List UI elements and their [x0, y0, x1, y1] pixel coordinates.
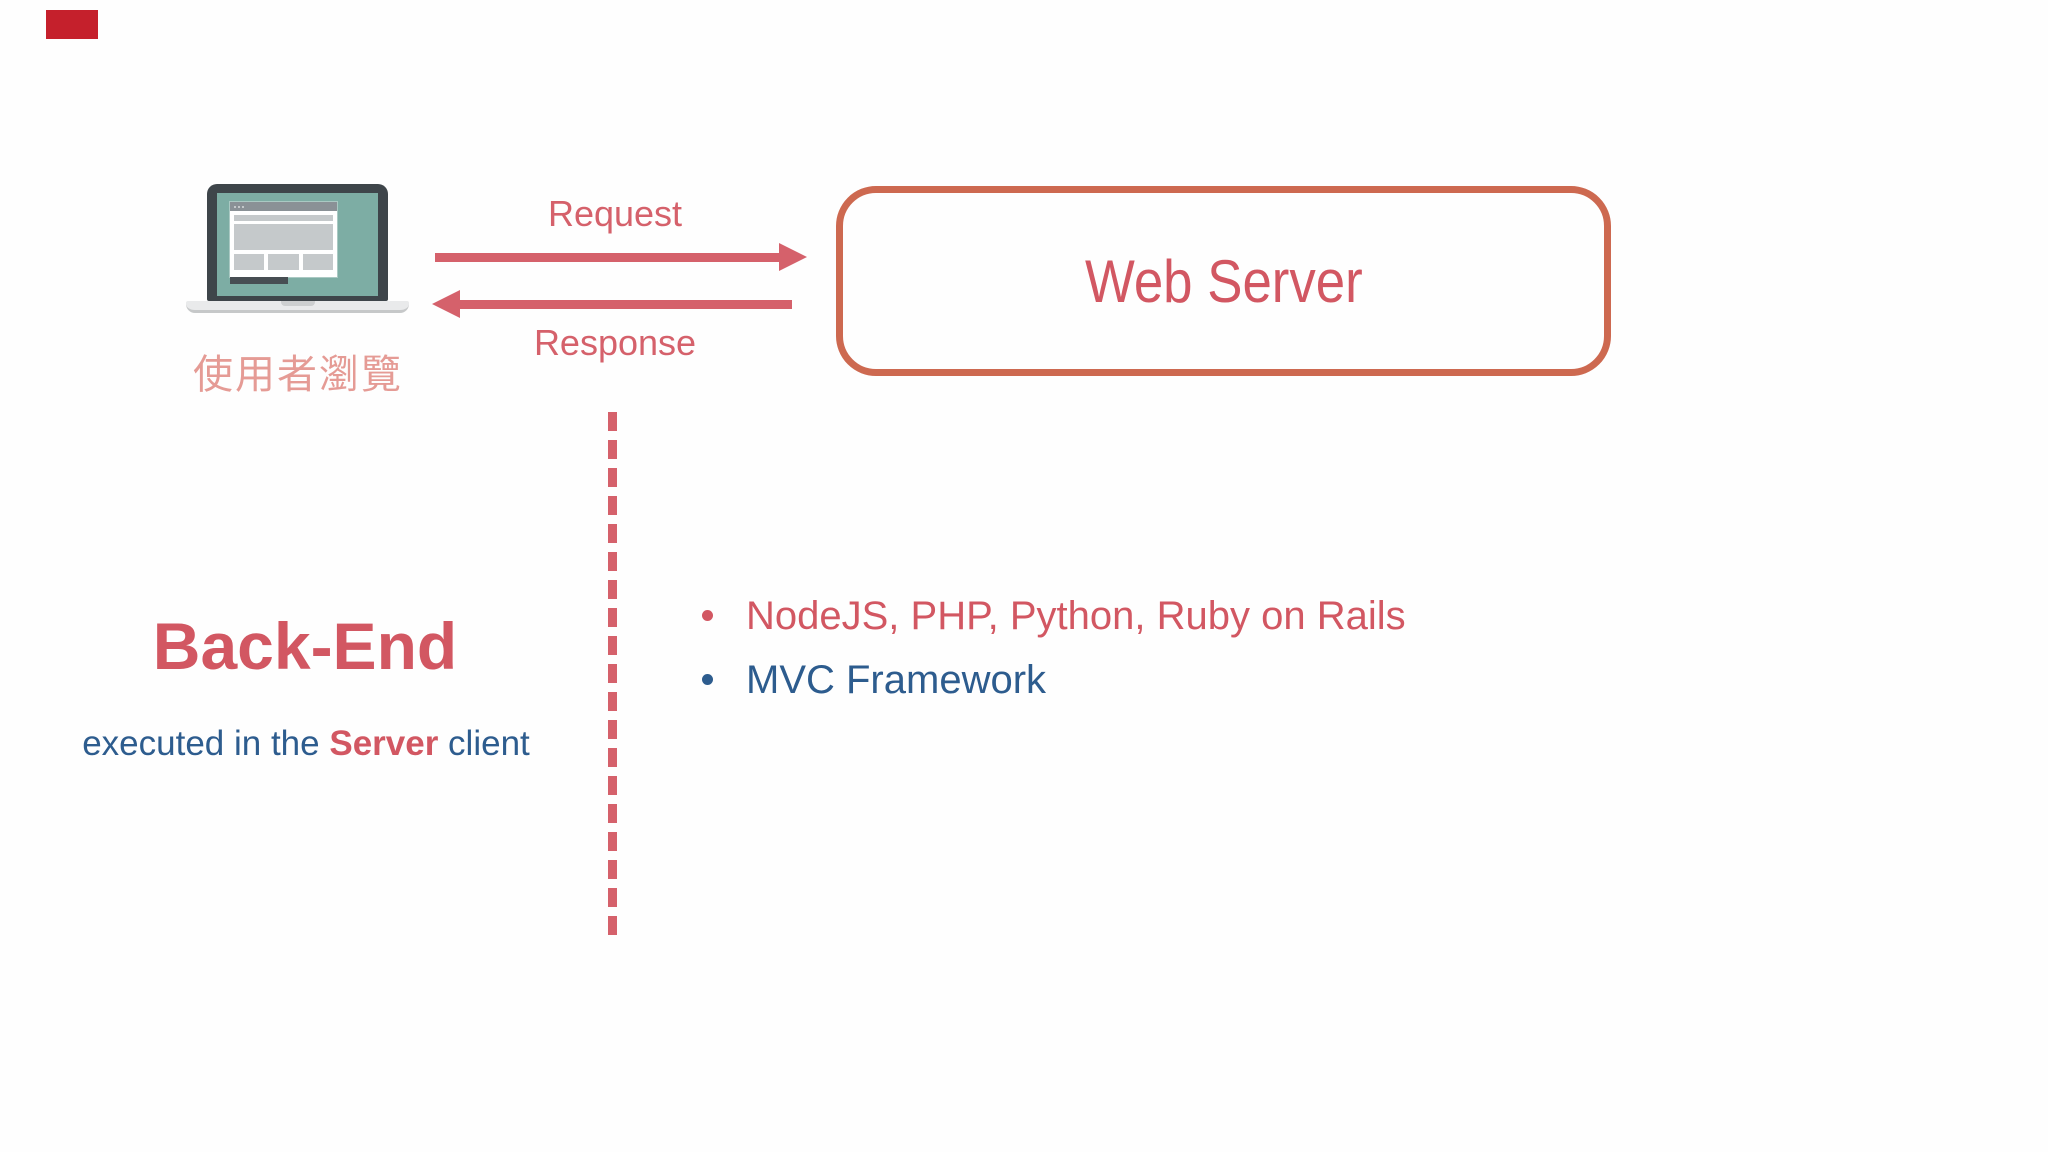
subtitle-prefix: executed in the	[82, 724, 330, 763]
client-laptop-icon	[207, 184, 388, 301]
footer-bar	[230, 277, 288, 284]
browser-content	[230, 211, 337, 274]
browser-titlebar	[230, 202, 337, 211]
bullet-dot-icon	[702, 674, 713, 685]
list-item-label: NodeJS, PHP, Python, Ruby on Rails	[746, 594, 1406, 638]
list-item: NodeJS, PHP, Python, Ruby on Rails	[700, 592, 1406, 640]
response-arrow	[458, 300, 792, 309]
response-arrowhead-icon	[432, 290, 460, 318]
bullet-dot-icon	[702, 610, 713, 621]
browser-window-icon	[230, 202, 337, 277]
request-arrow	[435, 253, 781, 262]
web-server-box: Web Server	[836, 186, 1611, 376]
request-label: Request	[547, 193, 683, 234]
browser-dot	[238, 205, 240, 208]
laptop-base	[186, 301, 409, 313]
subtitle-suffix: client	[438, 724, 530, 763]
response-label: Response	[533, 322, 697, 363]
nav-strip	[234, 215, 333, 221]
column-blocks	[234, 254, 333, 270]
request-arrowhead-icon	[779, 243, 807, 271]
red-marker	[46, 10, 98, 39]
hero-block	[234, 224, 333, 250]
column-block	[302, 254, 333, 270]
dashed-divider	[608, 412, 617, 944]
web-server-label: Web Server	[1084, 247, 1363, 315]
subtitle-highlight: Server	[329, 724, 439, 763]
client-label: 使用者瀏覽	[193, 353, 403, 397]
feature-list: NodeJS, PHP, Python, Ruby on Rails MVC F…	[700, 592, 1406, 720]
column-block	[268, 254, 299, 270]
list-item-label: MVC Framework	[746, 658, 1047, 702]
page-title: Back-End	[152, 609, 458, 683]
browser-dot	[234, 205, 236, 208]
laptop-notch	[280, 301, 315, 306]
browser-dot	[242, 205, 244, 208]
laptop-screen	[217, 193, 378, 296]
list-item: MVC Framework	[700, 656, 1406, 704]
backend-subtitle: executed in the Server client	[0, 724, 612, 764]
column-block	[234, 254, 265, 270]
